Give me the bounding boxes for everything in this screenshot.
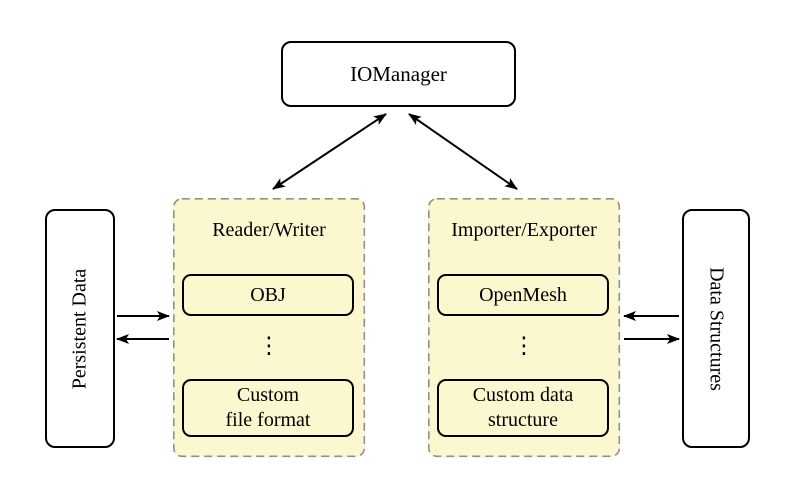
openmesh-label: OpenMesh: [479, 283, 567, 306]
custom-file-format-line1: Custom: [236, 384, 300, 406]
reader-writer-container: Reader/Writer OBJ ⋮ Custom file format: [173, 198, 365, 457]
data-structures-label: Data Structures: [705, 266, 728, 391]
arrow-iomanager-readerwriter: [272, 113, 387, 190]
persistent-data-node: Persistent Data: [45, 209, 115, 448]
reader-writer-ellipsis: ⋮: [257, 333, 281, 359]
obj-node: OBJ: [182, 274, 354, 316]
custom-file-format-node: Custom file format: [182, 379, 354, 437]
openmesh-node: OpenMesh: [437, 274, 609, 316]
custom-file-format-line2: file format: [225, 409, 311, 431]
importer-exporter-ellipsis: ⋮: [512, 333, 536, 359]
arrow-iomanager-importerexporter: [408, 113, 518, 190]
iomanager-node: IOManager: [281, 41, 516, 107]
iomanager-label: IOManager: [350, 61, 447, 86]
importer-exporter-title: Importer/Exporter: [451, 219, 597, 241]
reader-writer-title: Reader/Writer: [212, 219, 326, 241]
data-structures-node: Data Structures: [682, 209, 750, 448]
obj-label: OBJ: [250, 283, 286, 306]
custom-data-structure-line2: structure: [488, 409, 558, 431]
custom-data-structure-node: Custom data structure: [437, 379, 609, 437]
importer-exporter-container: Importer/Exporter OpenMesh ⋮ Custom data…: [428, 198, 620, 457]
custom-data-structure-line1: Custom data: [472, 384, 574, 406]
persistent-data-label: Persistent Data: [68, 268, 91, 389]
